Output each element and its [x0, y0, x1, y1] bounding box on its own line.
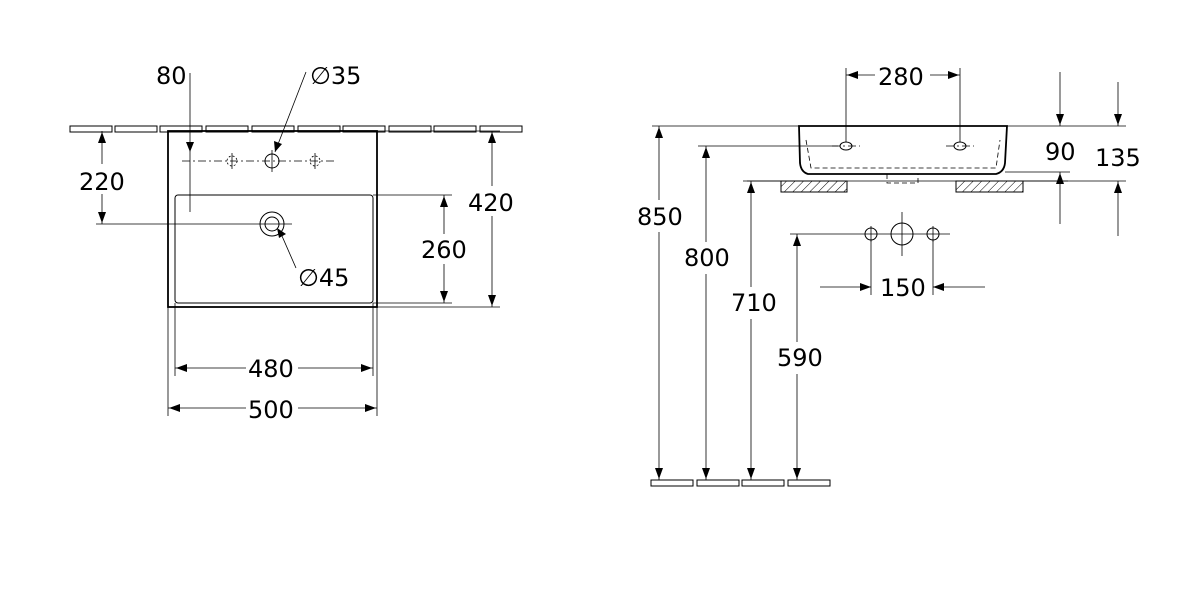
dim-rim-depth: 90: [1045, 138, 1076, 166]
dim-tap-offset: 80: [156, 62, 187, 90]
dim-bowl-depth: 260: [421, 236, 467, 264]
dim-total-depth: 135: [1095, 144, 1141, 172]
waste-outlet: [890, 212, 914, 256]
dim-outlet-height: 800: [684, 244, 730, 272]
side-view: 150 280 90 135 850: [634, 63, 1141, 487]
drain-hole: [96, 211, 292, 237]
floor-tiles: [650, 479, 831, 487]
tap-hole-left: [226, 153, 238, 169]
dim-width-outer: 500: [248, 396, 294, 424]
tap-hole-center: [264, 150, 280, 172]
tap-hole-right: [309, 153, 321, 169]
dim-tap-hole: ∅35: [310, 62, 361, 90]
dim-bracket-height: 710: [731, 289, 777, 317]
basin-bowl-front: [174, 194, 374, 304]
dim-height: 420: [468, 189, 514, 217]
dim-tap-to-drain: 220: [79, 168, 125, 196]
bracket-left: [780, 180, 848, 193]
dim-tap-spacing: 280: [878, 63, 924, 91]
dim-supply-height: 590: [777, 344, 823, 372]
dim-supply-spacing: 150: [880, 274, 926, 302]
dim-rim-height: 850: [637, 203, 683, 231]
dim-width-inner: 480: [248, 355, 294, 383]
bracket-right: [955, 180, 1024, 193]
side-tap-hole-right: [946, 141, 974, 151]
dim-drain-hole: ∅45: [298, 264, 349, 292]
basin-outline-side: [798, 125, 1008, 175]
front-wall-tiles: [69, 125, 523, 133]
front-view: 80 ∅35 ∅45 220 260 420: [69, 62, 523, 424]
basin-outline-front: [167, 130, 378, 308]
